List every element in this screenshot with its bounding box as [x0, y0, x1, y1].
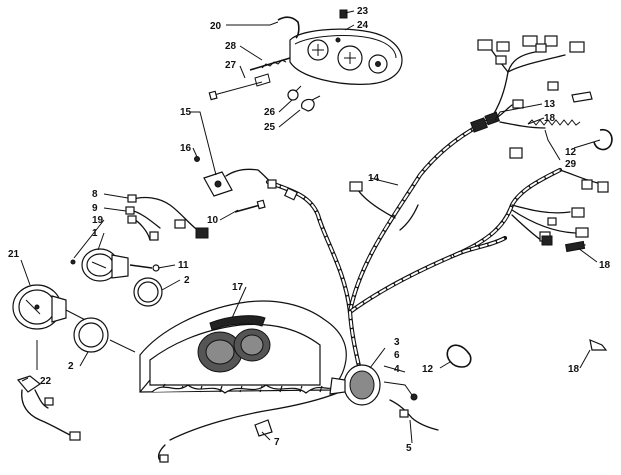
callout-7: 7	[274, 437, 280, 448]
callout-17: 17	[232, 282, 244, 293]
screw-assembly	[208, 57, 291, 101]
leader-lines	[20, 10, 601, 444]
part-18-lower	[589, 339, 608, 351]
callout-2a: 2	[184, 275, 190, 286]
callout-11: 11	[178, 260, 189, 271]
callout-4: 4	[394, 364, 400, 375]
pigtail-harness	[16, 340, 81, 441]
panel-cable	[157, 391, 341, 463]
callout-19: 19	[92, 215, 104, 226]
callout-22: 22	[40, 376, 52, 387]
callout-1: 1	[92, 228, 98, 239]
gauge-ring-2a	[133, 277, 163, 307]
callout-25: 25	[264, 122, 276, 133]
clip-part	[339, 9, 348, 19]
callout-23: 23	[357, 6, 369, 17]
callout-29: 29	[565, 159, 577, 170]
lower-right-gauge	[329, 364, 439, 431]
ring-12b	[593, 128, 613, 151]
part-18-spring	[527, 119, 581, 126]
callout-6: 6	[394, 350, 400, 361]
part-18-upper	[571, 91, 593, 103]
callout-9: 9	[92, 203, 98, 214]
ring-12a	[446, 344, 472, 368]
callout-8: 8	[92, 189, 98, 200]
callout-10: 10	[207, 215, 219, 226]
callout-2b: 2	[68, 361, 74, 372]
bulb-and-socket	[287, 85, 321, 112]
hook-wire	[277, 16, 300, 39]
harness-connectors	[283, 35, 609, 253]
gauge-ring-2b	[73, 317, 136, 353]
dash-panel	[139, 300, 347, 394]
main-wiring-harness	[265, 47, 599, 383]
large-gauge	[12, 284, 96, 330]
callout-18a: 18	[544, 113, 556, 124]
gauge-housing-top	[289, 28, 403, 85]
callout-14: 14	[368, 173, 380, 184]
bolt-part	[234, 199, 266, 213]
callout-16: 16	[180, 143, 192, 154]
callout-labels: 20 23 24 28 27 26 25 15 16 10 8 9 19 1 1…	[8, 6, 611, 454]
callout-21: 21	[8, 249, 20, 260]
callout-18b: 18	[599, 260, 611, 271]
callout-12b: 12	[565, 147, 577, 158]
small-harness	[125, 194, 209, 241]
callout-20: 20	[210, 21, 222, 32]
callout-28: 28	[225, 41, 237, 52]
callout-15: 15	[180, 107, 192, 118]
callout-27: 27	[225, 60, 237, 71]
callout-18c: 18	[568, 364, 580, 375]
sensor-bracket	[194, 156, 277, 197]
callout-12a: 12	[422, 364, 434, 375]
small-gauge	[70, 248, 160, 282]
callout-26: 26	[264, 107, 276, 118]
callout-3: 3	[394, 337, 400, 348]
callout-5: 5	[406, 443, 412, 454]
callout-13: 13	[544, 99, 556, 110]
callout-24: 24	[357, 20, 369, 31]
